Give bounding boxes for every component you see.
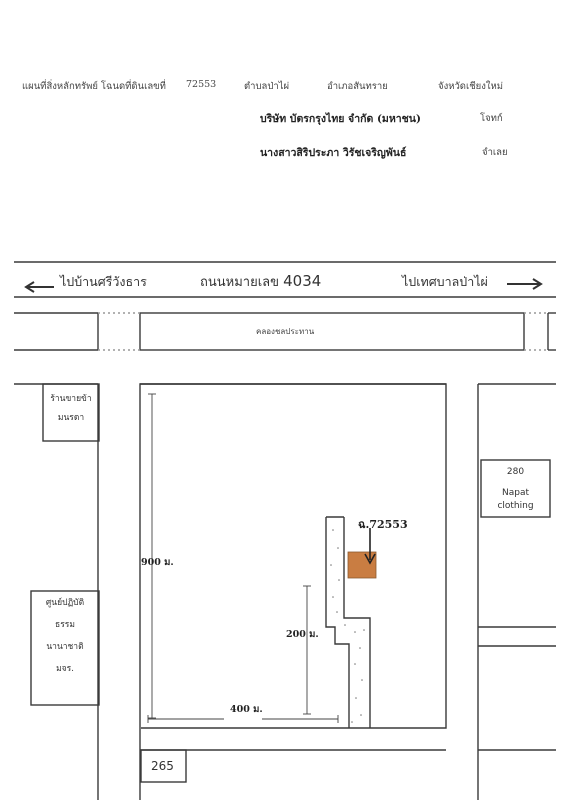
district: อำเภอสันทราย bbox=[327, 81, 388, 92]
map-title: แผนที่สิ่งหลักทรัพย์ โฉนดที่ดินเลขที่ bbox=[22, 81, 166, 92]
access-road-texture bbox=[330, 529, 365, 723]
road-name: ถนนหมายเลข bbox=[200, 275, 279, 290]
house-265-box bbox=[140, 749, 187, 783]
direction-right-label: ไปเทศบาลป่าไผ่ bbox=[402, 274, 488, 289]
deed-number: 72553 bbox=[186, 79, 217, 90]
center-box bbox=[30, 590, 100, 706]
napat-box bbox=[480, 459, 551, 518]
house-number-label: 265 bbox=[151, 759, 174, 773]
dim-900-label: 900 ม. bbox=[141, 557, 174, 568]
defendant-name: นางสาวสิริประภา วิรัชเจริญพันธ์ bbox=[260, 147, 407, 159]
napat-label: 280 Napat clothing bbox=[497, 467, 534, 511]
plaintiff-role: โจทก์ bbox=[480, 113, 503, 124]
dim-400-label: 400 ม. bbox=[230, 704, 263, 715]
dim-200-label: 200 ม. bbox=[286, 629, 319, 640]
access-road-right bbox=[343, 517, 371, 728]
canal-label: คลองชลประทาน bbox=[256, 327, 315, 336]
parcel-area bbox=[139, 383, 447, 800]
direction-left-label: ไปบ้านศรีวังธาร bbox=[60, 274, 147, 289]
province: จังหวัดเชียงใหม่ bbox=[438, 81, 504, 92]
shop-label: ร้านขายข้า มนรดา bbox=[50, 394, 92, 423]
shop-box bbox=[42, 383, 100, 442]
plaintiff-name: บริษัท บัตรกรุงไทย จำกัด (มหาชน) bbox=[260, 113, 421, 125]
road-name-label: ถนนหมายเลข 4034 bbox=[200, 271, 321, 292]
defendant-role: จำเลย bbox=[482, 147, 508, 158]
subdistrict: ตำบลป่าไผ่ bbox=[244, 81, 290, 92]
center-label: ศูนย์ปฏิบัติ ธรรม นานาชาติ มจร. bbox=[45, 598, 85, 674]
parcel-72553 bbox=[347, 551, 377, 579]
parcel-label: ฉ.72553 bbox=[358, 518, 408, 531]
road-number: 4034 bbox=[283, 272, 322, 290]
access-road-left bbox=[325, 517, 350, 728]
canal-rect bbox=[139, 312, 525, 351]
